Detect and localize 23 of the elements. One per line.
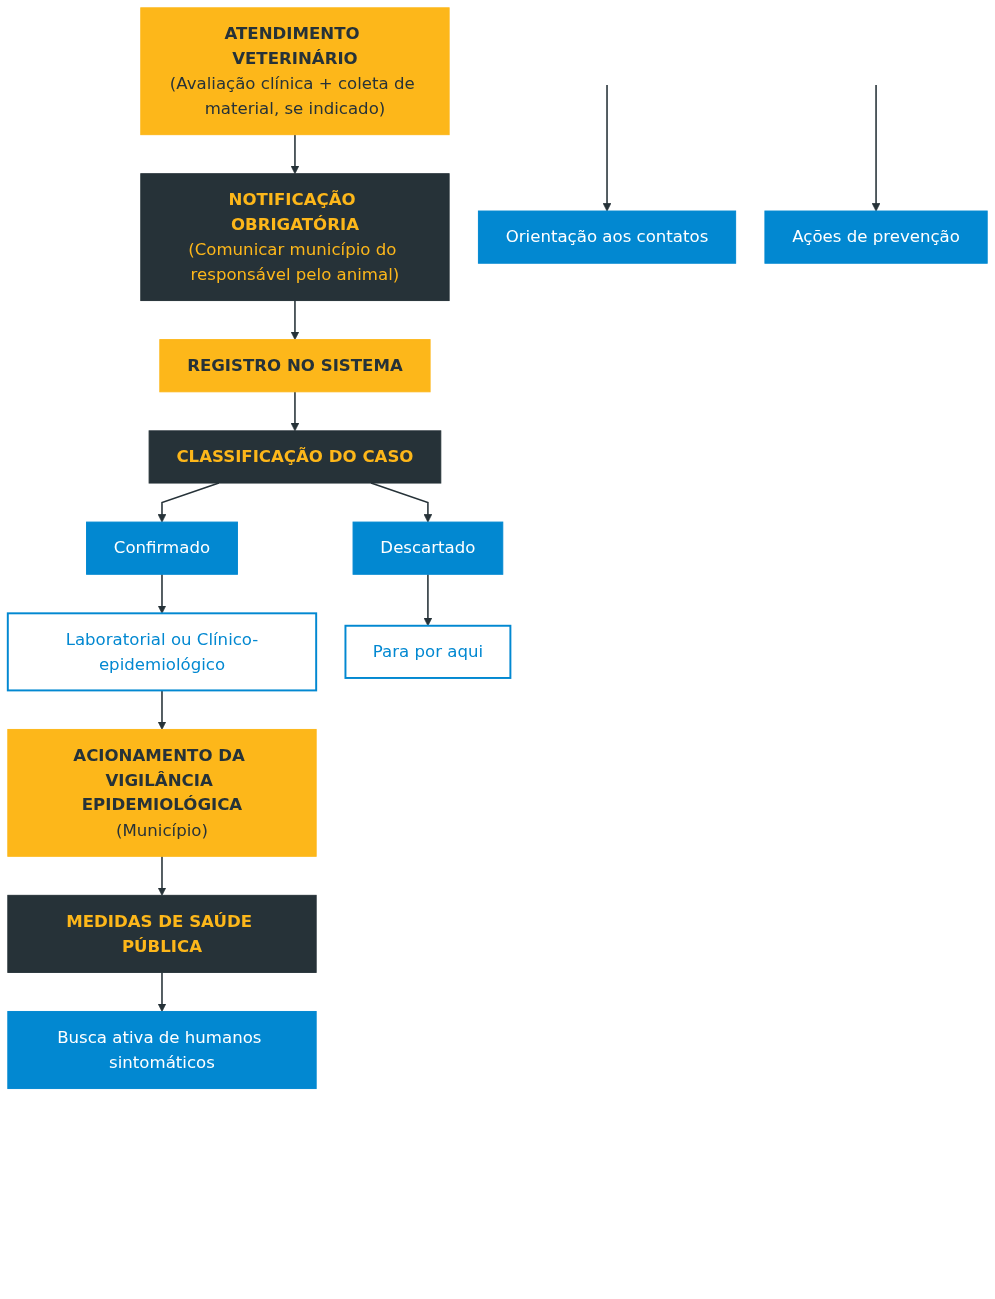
arrow — [290, 391, 300, 432]
arrow — [290, 299, 300, 340]
arrow — [157, 689, 167, 730]
node-box: NOTIFICAÇÃO OBRIGATÓRIA (Comunicar município do responsável pelo animal) — [140, 173, 450, 302]
arrow — [871, 84, 881, 212]
node-box: Descartado — [352, 521, 504, 575]
node-box: Para por aqui — [344, 624, 512, 679]
arrow — [290, 133, 300, 175]
node-box: ATENDIMENTO VETERINÁRIO (Avaliação clínica + coleta de material, se indicado) — [140, 7, 450, 136]
node-box: CLASSIFICAÇÃO DO CASO — [148, 430, 442, 484]
node-box: ACIONAMENTO DA VIGILÂNCIA EPIDEMIOLÓGICA (Município) — [7, 728, 317, 857]
arrow — [157, 855, 167, 896]
node-box: Busca ativa de humanos sintomáticos — [7, 1010, 317, 1090]
arrow — [602, 84, 612, 212]
node-box: REGISTRO NO SISTEMA — [159, 339, 431, 393]
arrow — [157, 971, 167, 1012]
node-box: Ações de prevenção — [764, 210, 988, 264]
arrow — [423, 573, 433, 627]
node-box: Orientação aos contatos — [477, 210, 737, 264]
arrow — [157, 573, 167, 614]
node-box: MEDIDAS DE SAÚDE PÚBLICA — [7, 894, 317, 973]
node-box: Laboratorial ou Clínico-epidemiológico — [6, 612, 318, 692]
node-box: Confirmado — [86, 521, 238, 575]
